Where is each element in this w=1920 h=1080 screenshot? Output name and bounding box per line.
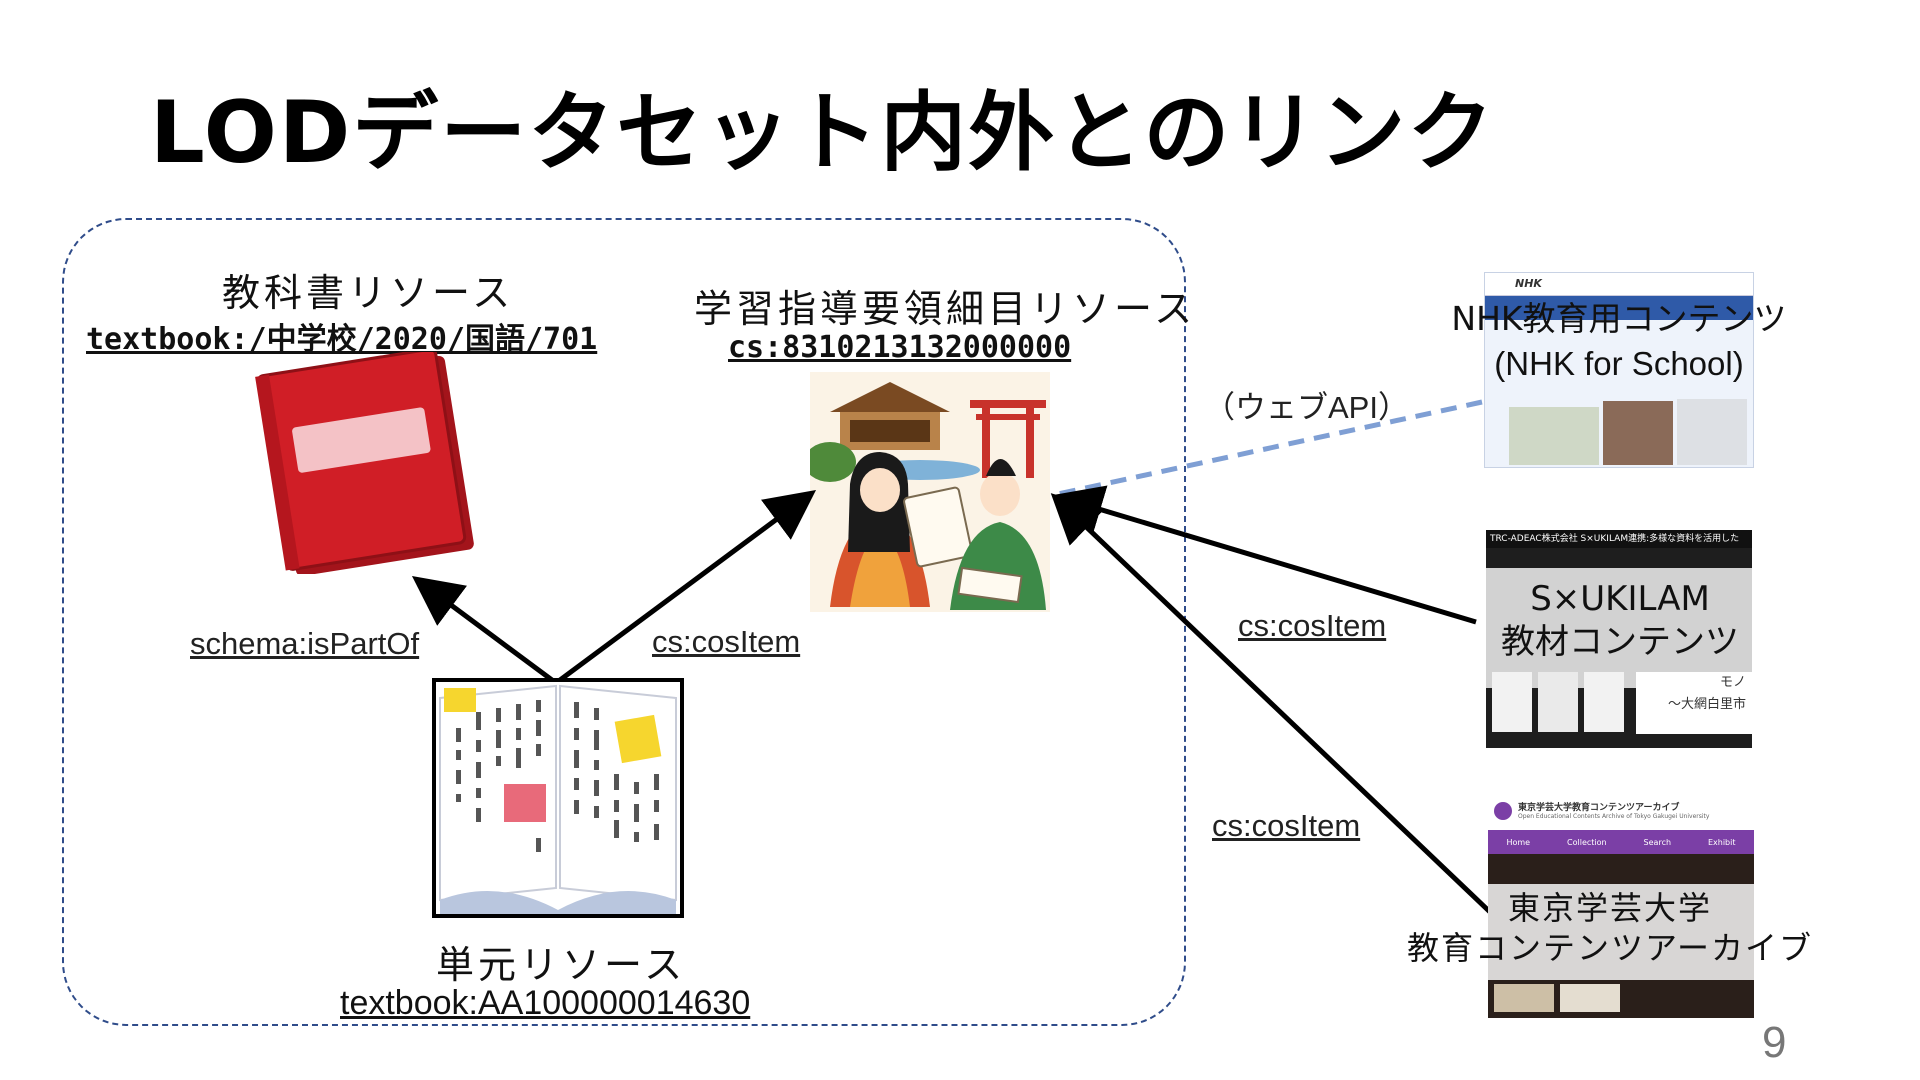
heian-scene-illustration xyxy=(810,372,1050,612)
nhk-label-line1: NHK教育用コンテンツ xyxy=(1451,299,1787,338)
gakugei-label: 東京学芸大学 教育コンテンツアーカイブ xyxy=(1400,888,1820,968)
unit-cos-item-arrow xyxy=(558,490,817,683)
nhk-thumbnail[interactable]: NHK xyxy=(1484,272,1754,468)
unit-resource-uri[interactable]: textbook:AA100000014630 xyxy=(340,984,751,1022)
sxukilam-cos-item-arrow xyxy=(1052,485,1477,625)
sxukilam-cos-item-label: cs:cosItem xyxy=(1238,608,1387,643)
red-book-icon xyxy=(255,352,474,574)
slide-title: LODデータセット内外とのリンク xyxy=(150,83,1496,183)
nhk-label-line2: (NHK for School) xyxy=(1494,345,1744,383)
gakugei-nav-home[interactable]: Home xyxy=(1506,837,1531,847)
unit-resource-title: 単元リソース xyxy=(436,943,687,987)
is-part-of-arrow xyxy=(411,576,554,683)
gakugei-nav-collection[interactable]: Collection xyxy=(1567,837,1607,847)
sxukilam-thumbnail[interactable]: TRC-ADEAC株式会社 S×UKILAM連携:多様な資料を活用した モノ ～… xyxy=(1486,530,1752,748)
textbook-resource-title: 教科書リソース xyxy=(222,271,515,315)
page-number: 9 xyxy=(1762,1018,1787,1067)
gakugei-nav-search[interactable]: Search xyxy=(1643,837,1672,847)
gakugei-header: 東京学芸大学教育コンテンツアーカイブ xyxy=(1518,803,1680,813)
is-part-of-label: schema:isPartOf xyxy=(190,626,420,661)
gakugei-label-line2: 教育コンテンツアーカイブ xyxy=(1406,929,1814,967)
web-api-link xyxy=(1057,399,1483,497)
sxukilam-label-line2: 教材コンテンツ xyxy=(1501,621,1739,662)
sxukilam-label: S×UKILAM 教材コンテンツ xyxy=(1460,578,1780,663)
gakugei-subheader: Open Educational Contents Archive of Tok… xyxy=(1518,813,1710,820)
gakugei-nav-exhibit[interactable]: Exhibit xyxy=(1707,837,1736,847)
sxukilam-caption1: モノ xyxy=(1719,675,1746,690)
gakugei-nav: Home Collection Search Exhibit xyxy=(1488,830,1754,854)
sxukilam-label-line1: S×UKILAM xyxy=(1530,579,1710,619)
gakugei-cos-item-arrow xyxy=(1050,493,1492,914)
textbook-resource-uri[interactable]: textbook:/中学校/2020/国語/701 xyxy=(86,322,598,357)
gakugei-thumbnail[interactable]: 東京学芸大学教育コンテンツアーカイブ Open Educational Cont… xyxy=(1488,796,1754,1018)
gakugei-cos-item-label: cs:cosItem xyxy=(1212,808,1361,843)
nhk-label: NHK教育用コンテンツ (NHK for School) xyxy=(1434,298,1804,385)
sxukilam-header: TRC-ADEAC株式会社 S×UKILAM連携:多様な資料を活用した xyxy=(1486,530,1752,548)
unit-cos-item-label: cs:cosItem xyxy=(652,624,801,659)
guideline-resource-title: 学習指導要領細目リソース xyxy=(694,287,1197,331)
sxukilam-caption2: ～大網白里市 xyxy=(1667,697,1746,712)
open-book-icon xyxy=(432,678,684,918)
web-api-label: （ウェブAPI） xyxy=(1204,390,1409,425)
nhk-logo: NHK xyxy=(1485,273,1753,296)
guideline-resource-uri[interactable]: cs:8310213132000000 xyxy=(728,330,1072,365)
gakugei-label-line1: 東京学芸大学 xyxy=(1507,889,1712,927)
gakugei-logo-icon xyxy=(1494,802,1512,820)
